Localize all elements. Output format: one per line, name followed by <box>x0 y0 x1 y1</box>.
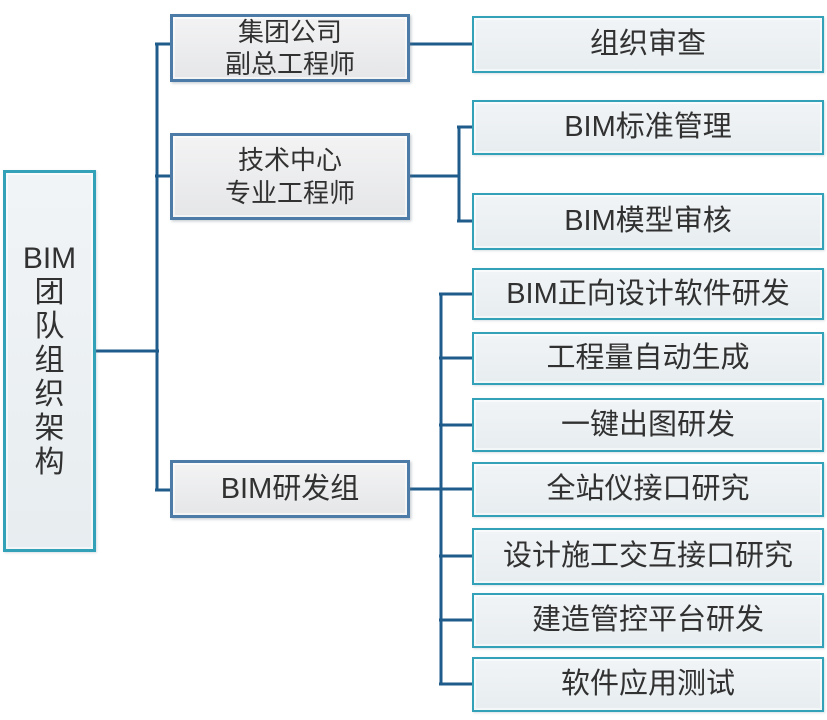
leaf-node-org-review: 组织审查 <box>472 16 824 73</box>
leaf-node-label: BIM模型审核 <box>564 205 732 238</box>
leaf-node-bim-standard-mgmt: BIM标准管理 <box>472 100 824 155</box>
branch-node-label: 技术中心 专业工程师 <box>224 145 355 208</box>
branch-node-label: 集团公司 副总工程师 <box>224 16 355 80</box>
leaf-node-one-key-drawing-rd: 一键出图研发 <box>472 398 824 452</box>
leaf-node-label: 工程量自动生成 <box>546 342 750 375</box>
branch-node-tech-center-engineer: 技术中心 专业工程师 <box>170 133 410 220</box>
leaf-node-label: 设计施工交互接口研究 <box>502 540 793 573</box>
leaf-node-total-station-interface: 全站仪接口研究 <box>472 462 824 517</box>
leaf-node-software-application-testing: 软件应用测试 <box>472 657 824 712</box>
leaf-node-quantity-auto-generation: 工程量自动生成 <box>472 332 824 385</box>
branch-node-bim-rd-group: BIM研发组 <box>170 460 410 518</box>
root-node-bim-team-structure: BIM 团 队 组 织 架 构 <box>3 170 96 552</box>
root-node-label: BIM 团 队 组 织 架 构 <box>22 242 77 479</box>
leaf-node-design-construction-interface: 设计施工交互接口研究 <box>472 528 824 585</box>
leaf-node-bim-forward-design-rd: BIM正向设计软件研发 <box>472 268 824 320</box>
leaf-node-label: 建造管控平台研发 <box>531 604 764 637</box>
leaf-node-label: BIM正向设计软件研发 <box>506 277 790 310</box>
branch-node-label: BIM研发组 <box>220 472 360 505</box>
leaf-node-label: 一键出图研发 <box>560 408 735 441</box>
leaf-node-label: 全站仪接口研究 <box>546 473 750 506</box>
branch-node-group-deputy-chief-engineer: 集团公司 副总工程师 <box>170 14 410 82</box>
leaf-node-bim-model-review: BIM模型审核 <box>472 193 824 250</box>
leaf-node-label: 软件应用测试 <box>560 668 735 701</box>
leaf-node-label: 组织审查 <box>589 28 706 61</box>
leaf-node-label: BIM标准管理 <box>564 111 732 144</box>
leaf-node-construction-mgmt-platform-rd: 建造管控平台研发 <box>472 593 824 648</box>
